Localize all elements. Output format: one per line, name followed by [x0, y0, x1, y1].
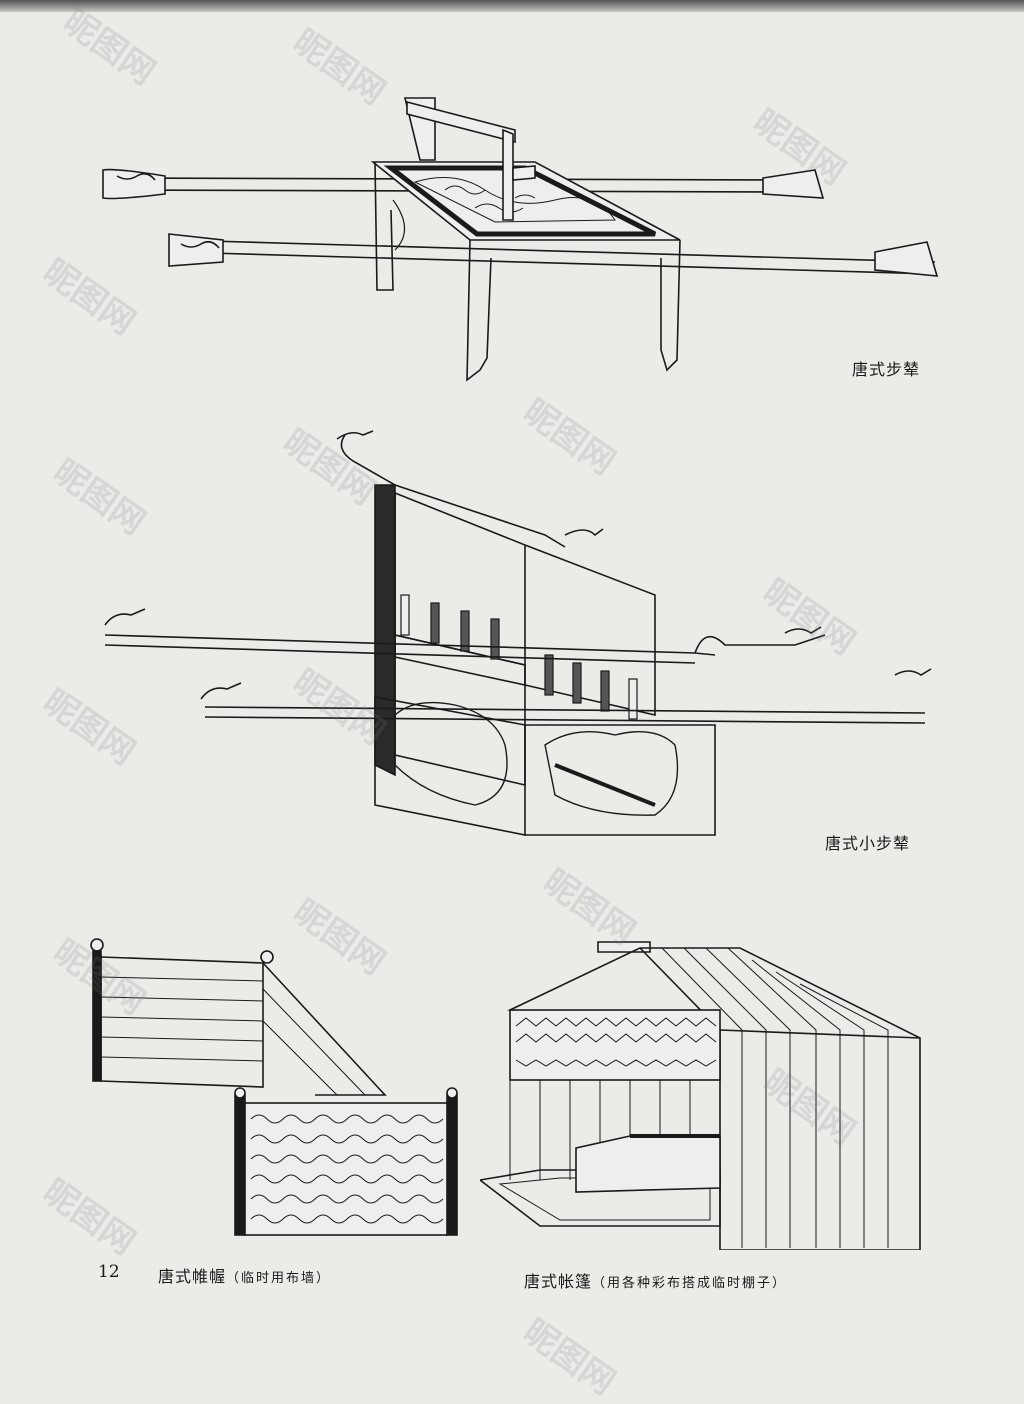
- pole-handle-right-front: [874, 241, 939, 277]
- pole-handle-left-back: [102, 168, 166, 200]
- patterned-cloth-wall: [244, 1102, 448, 1236]
- caption-curtain-note: （临时用布墙）: [226, 1271, 332, 1286]
- caption-curtain-title: 唐式帷幄: [158, 1267, 227, 1286]
- small-step-sedan-illustration: [104, 430, 932, 836]
- caption-tent-title: 唐式帐篷: [524, 1272, 593, 1291]
- caption-step-sedan: 唐式步辇: [852, 360, 921, 379]
- tent-floor-rug: [480, 1169, 721, 1227]
- sedan-back-panel: [374, 484, 396, 777]
- tent-illustration: [480, 941, 921, 1250]
- pole-handle-right-back: [762, 169, 825, 199]
- pole-handle-left-front: [168, 233, 224, 267]
- baluster-row-side: [544, 654, 638, 720]
- caption-curtain: 唐式帷幄（临时用布墙）: [158, 1263, 331, 1287]
- page-number: 12: [98, 1262, 120, 1282]
- baluster-row-back: [400, 594, 500, 660]
- watermark-text: 昵图网: [55, 1, 163, 94]
- caption-tent-note: （用各种彩布搭成临时棚子）: [592, 1276, 788, 1291]
- tent-roof-stripes: [661, 947, 889, 1248]
- caption-tent: 唐式帐篷（用各种彩布搭成临时棚子）: [524, 1268, 787, 1292]
- step-sedan-illustration: [102, 97, 939, 382]
- tent-valance: [509, 1009, 721, 1081]
- sedan-base: [374, 696, 526, 836]
- curtain-illustration: [90, 938, 458, 1236]
- page-top-edge: [0, 0, 1024, 12]
- caption-small-step-sedan: 唐式小步辇: [825, 834, 911, 853]
- watermark-text: 昵图网: [515, 1311, 623, 1404]
